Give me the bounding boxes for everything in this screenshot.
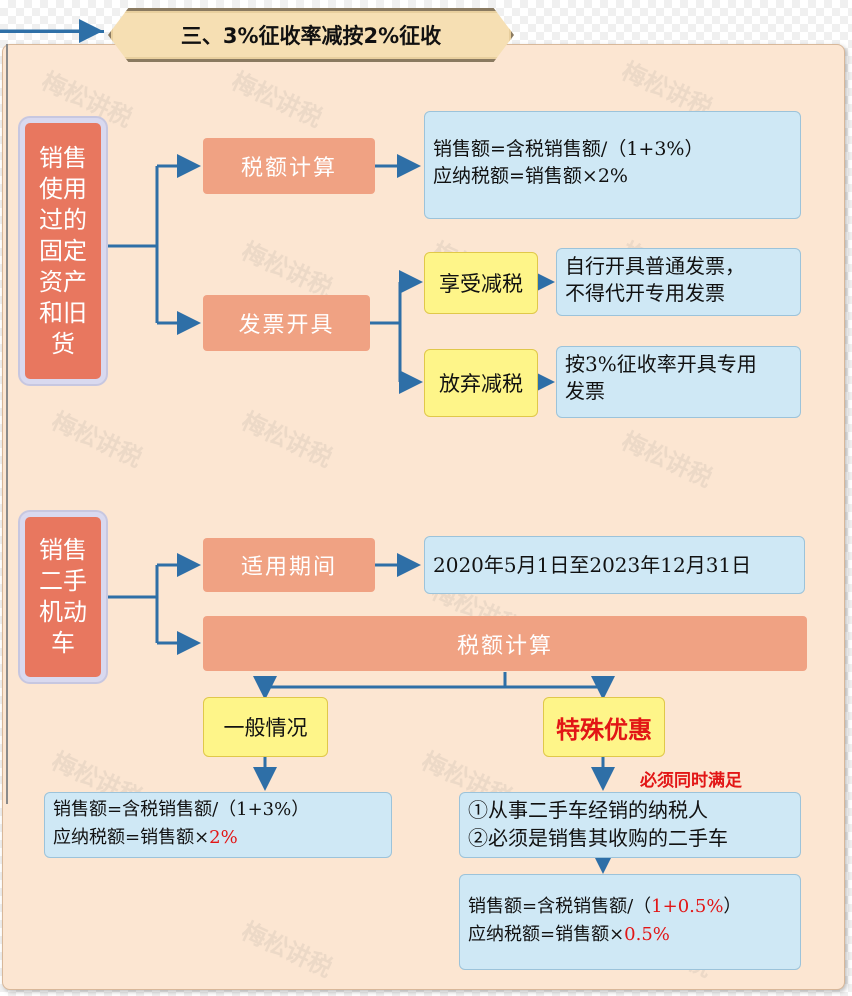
rate-highlight: 0.5% xyxy=(624,924,670,945)
special-offer-label: 特殊优惠 xyxy=(556,714,652,744)
detail-line: 发票 xyxy=(565,379,605,403)
category-used-fixed-assets: 销售使用过的固定资产和旧货 xyxy=(20,118,106,384)
detail-line: 不得代开专用发票 xyxy=(565,281,725,305)
invoice-box: 发票开具 xyxy=(203,295,370,351)
formula-line: 销售额=含税销售额/（1+3%） xyxy=(53,799,310,820)
conditions-box: ①从事二手车经销的纳税人 ②必须是销售其收购的二手车 xyxy=(459,792,801,858)
category-label: 销售二手机动车 xyxy=(39,536,87,657)
formula-line: 销售额=含税销售额/（1+0.5%） xyxy=(468,896,742,917)
period-value-box: 2020年5月1日至2023年12月31日 xyxy=(424,536,805,594)
general-case-box: 一般情况 xyxy=(203,697,328,757)
detail-line: 按3%征收率开具专用 xyxy=(565,352,757,376)
special-offer-box: 特殊优惠 xyxy=(543,697,665,757)
page-title: 三、3%征收率减按2%征收 xyxy=(108,8,514,62)
formula-line: 销售额=含税销售额/（1+3%） xyxy=(433,138,704,160)
special-note: 必须同时满足 xyxy=(640,771,742,791)
formula-line: 应纳税额=销售额×2% xyxy=(53,827,238,848)
formula-line: 应纳税额=销售额×0.5% xyxy=(468,924,670,945)
category-used-vehicles: 销售二手机动车 xyxy=(20,512,106,682)
special-formula-box: 销售额=含税销售额/（1+0.5%） 应纳税额=销售额×0.5% xyxy=(459,874,801,970)
category-label: 销售使用过的固定资产和旧货 xyxy=(39,143,87,358)
general-formula-box: 销售额=含税销售额/（1+3%） 应纳税额=销售额×2% xyxy=(44,792,392,858)
waive-reduction-detail: 按3%征收率开具专用 发票 xyxy=(556,346,801,418)
formula-line: 应纳税额=销售额×2% xyxy=(433,165,628,187)
tax-calc-formula-box: 销售额=含税销售额/（1+3%） 应纳税额=销售额×2% xyxy=(424,111,801,219)
tax-calc-box-2: 税额计算 xyxy=(203,616,807,671)
rate-highlight: 1+0.5% xyxy=(651,896,724,917)
rate-highlight: 2% xyxy=(209,827,238,848)
left-border-line xyxy=(6,44,8,804)
period-value: 2020年5月1日至2023年12月31日 xyxy=(433,552,752,577)
tax-calc-box: 税额计算 xyxy=(203,138,375,194)
enjoy-reduction-detail: 自行开具普通发票， 不得代开专用发票 xyxy=(556,248,801,316)
condition-line: ②必须是销售其收购的二手车 xyxy=(468,826,728,850)
detail-line: 自行开具普通发票， xyxy=(565,254,745,278)
condition-line: ①从事二手车经销的纳税人 xyxy=(468,798,708,822)
period-box: 适用期间 xyxy=(203,538,375,592)
enjoy-reduction-box: 享受减税 xyxy=(424,252,538,314)
waive-reduction-box: 放弃减税 xyxy=(424,349,538,417)
